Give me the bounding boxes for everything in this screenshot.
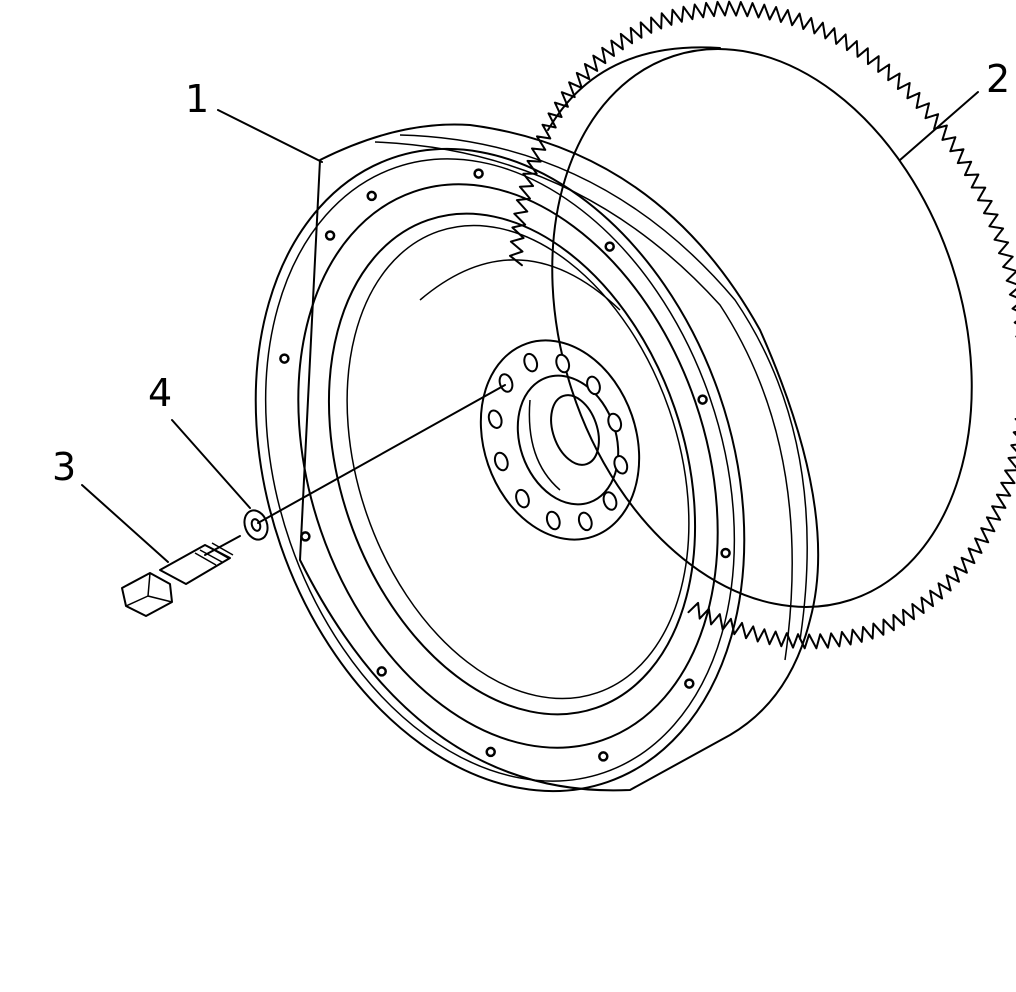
rim-bolt-hole	[279, 353, 290, 364]
ring-gear-inner-edge	[551, 48, 973, 608]
flywheel-rim-edge-1	[399, 134, 808, 641]
rim-bolt-hole	[684, 678, 695, 689]
rim-bolt-hole	[720, 547, 731, 559]
rim-bolt-holes	[279, 168, 731, 762]
hub-bolt-holes	[487, 352, 629, 532]
rim-bolt-hole	[366, 190, 377, 202]
hub-bolt-hole	[515, 488, 530, 509]
hub-bolt-hole	[498, 373, 514, 393]
assembly-line	[257, 384, 506, 524]
assembly-line-tail	[204, 535, 241, 556]
flywheel-inner-recess	[327, 212, 697, 716]
washer	[243, 509, 269, 541]
bolt-assembly	[121, 384, 506, 617]
leader-line-3	[81, 484, 169, 563]
hub-bolt-hole	[586, 375, 601, 396]
rim-bolt-hole	[324, 230, 336, 241]
flywheel-clutch-face	[297, 183, 719, 749]
rim-bolt-hole	[300, 531, 311, 542]
leader-line-2	[899, 91, 979, 161]
bolt-thread	[194, 542, 234, 566]
ring-gear-tooth-profile	[509, 0, 1016, 650]
hub-bolt-hole	[487, 409, 503, 429]
leader-lines	[81, 91, 979, 563]
flywheel-bore-shading	[528, 399, 561, 491]
bolt-shank	[159, 544, 231, 585]
ring-gear-inner-rim	[547, 46, 721, 131]
hub-bolt-hole	[523, 352, 539, 373]
hub-bolt-hole	[613, 455, 629, 475]
rim-bolt-hole	[485, 746, 496, 758]
hub-bolt-hole	[607, 412, 623, 433]
rim-bolt-hole	[598, 751, 609, 762]
bolt-head-facets	[125, 572, 173, 607]
leader-line-4	[171, 419, 251, 509]
ring-gear	[509, 0, 1016, 650]
hub-bolt-hole	[545, 510, 561, 531]
rim-bolt-hole	[376, 666, 387, 677]
flywheel-pilot-bore	[550, 394, 600, 466]
hub-bolt-hole	[602, 491, 618, 511]
bolt-head	[121, 572, 173, 617]
flywheel-inner-recess-step	[346, 224, 690, 700]
flywheel-rim-edge-2	[374, 141, 793, 661]
flywheel	[254, 123, 820, 793]
callout-2: 2	[986, 57, 1010, 101]
leader-line-1	[217, 109, 323, 163]
flywheel-face-chamfer	[264, 158, 736, 782]
flywheel-face-outer	[254, 147, 746, 793]
hub-bolt-hole	[493, 451, 509, 472]
callout-labels: 1 2 3 4	[52, 57, 1010, 489]
hub-bolt-hole	[555, 353, 571, 374]
rim-bolt-hole	[604, 241, 615, 252]
washer-hole	[250, 518, 262, 532]
callout-1: 1	[185, 77, 209, 121]
callout-4: 4	[148, 371, 172, 415]
hub-bolt-hole	[577, 511, 593, 532]
ring-gear-teeth	[509, 0, 1016, 650]
rim-bolt-hole	[473, 168, 484, 179]
flywheel-hub	[479, 339, 641, 541]
callout-3: 3	[52, 445, 76, 489]
rim-bolt-hole	[697, 394, 708, 405]
flywheel-rim-body	[299, 123, 820, 792]
flywheel-recess-shading	[419, 259, 621, 311]
